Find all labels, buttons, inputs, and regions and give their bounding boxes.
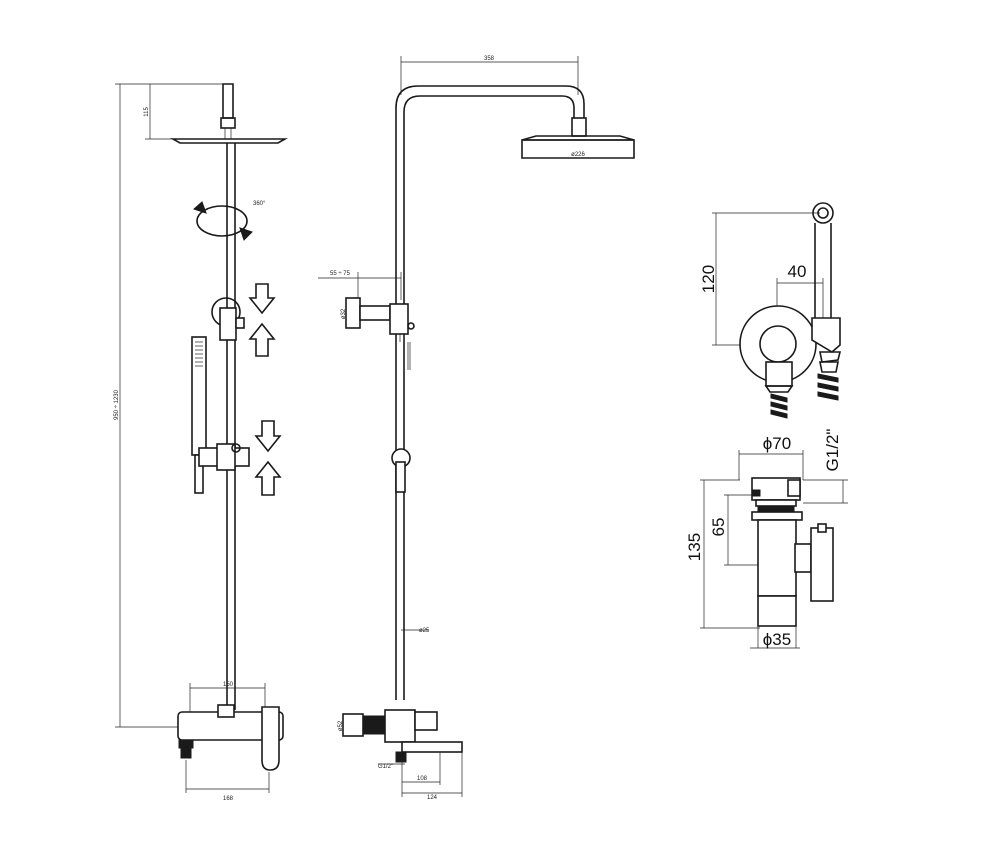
dim-120: 120	[699, 265, 718, 293]
up-arrow-icon	[254, 460, 282, 496]
hose-coil	[407, 342, 411, 370]
shower-arm	[395, 85, 587, 700]
dim-wall-offset: 55 ÷ 75	[330, 271, 351, 277]
dim-135: 135	[685, 533, 704, 561]
dim-thread-detail: G1/2"	[823, 429, 842, 472]
dim-head-diameter: ø226	[571, 152, 585, 158]
shower-head-front	[169, 83, 289, 144]
rotation-arrow-icon	[193, 201, 253, 241]
mixer-side	[342, 709, 463, 797]
dim-d35: ϕ35	[763, 630, 791, 649]
upper-bracket	[211, 297, 245, 341]
hand-shower	[191, 336, 207, 494]
dim-thread-side: G1/2"	[378, 764, 393, 770]
slider-holder	[198, 443, 250, 471]
dim-40: 40	[788, 262, 807, 281]
dim-d70: ϕ70	[763, 434, 791, 453]
detail-section-view: ϕ70 G1/2" 135 65 ϕ35	[685, 429, 848, 649]
detail-top-view: 120 40	[699, 202, 842, 419]
dim-total-height: 950 ÷ 1230	[114, 389, 120, 420]
down-arrow-icon	[254, 420, 282, 453]
down-arrow-icon	[248, 283, 276, 315]
dim-mixer-width: 150	[223, 682, 234, 688]
dim-mixer-dia: ø52	[338, 720, 344, 731]
slider-holder-side	[391, 448, 411, 493]
dim-rotation: 360°	[253, 201, 266, 207]
dim-bracket-dia: ø32	[341, 308, 347, 319]
dim-mixer-depth: 168	[223, 796, 234, 802]
dim-pipe-dia: ø25	[419, 628, 430, 634]
dim-head-height: 115	[144, 107, 150, 117]
up-arrow-icon	[248, 322, 276, 357]
wall-bracket	[345, 297, 415, 342]
shower-head-side	[521, 135, 635, 159]
dim-spout-108: 108	[417, 776, 428, 782]
front-view: 950 ÷ 1230 115 360°	[114, 83, 289, 802]
side-view: 358 ø226 55 ÷ 75 ø32	[318, 56, 635, 801]
dim-65: 65	[709, 518, 728, 537]
dim-spout-124: 124	[427, 795, 438, 801]
dim-arm-length: 358	[484, 56, 495, 62]
mixer-front	[177, 683, 284, 793]
